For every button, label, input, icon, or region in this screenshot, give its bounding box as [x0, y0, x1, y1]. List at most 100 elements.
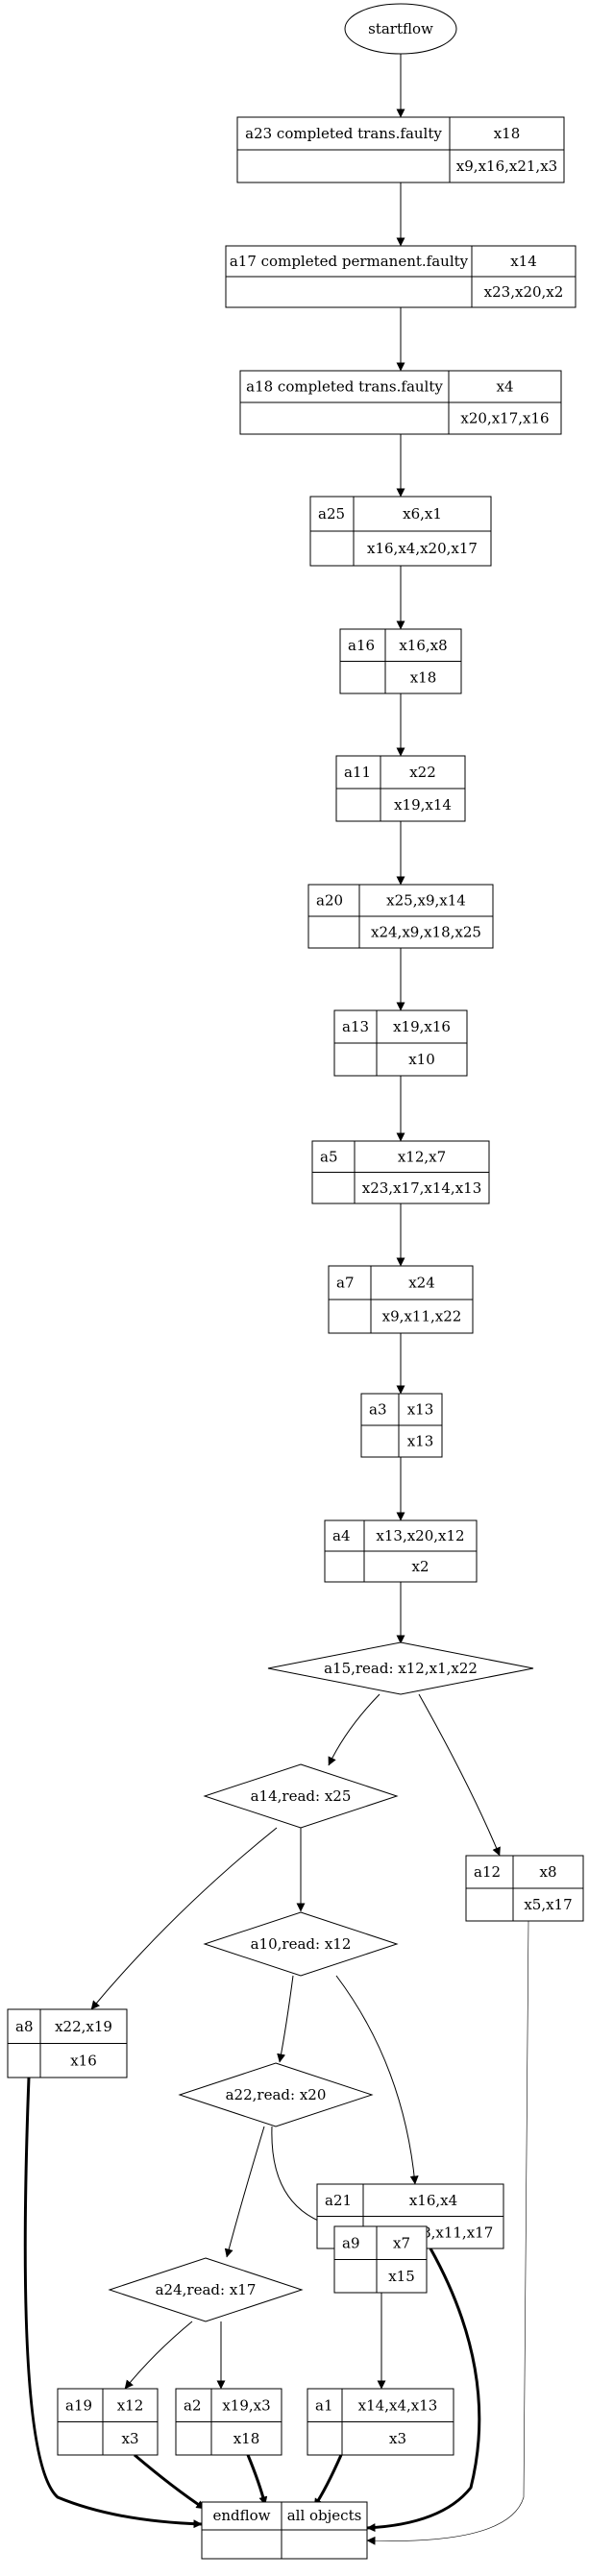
record-read-vars: x18 — [233, 2430, 260, 2447]
record-node-a7: a7 x24 x9,x11,x22 — [328, 1265, 474, 1334]
record-write-vars: x14 — [510, 253, 537, 270]
decision-diamond — [203, 1911, 399, 1977]
edge-a15-a14 — [328, 1693, 380, 1766]
edge-a21-end — [366, 2248, 481, 2533]
record-label: a25 — [318, 505, 345, 522]
record-label: a12 — [474, 1863, 501, 1881]
decision-label: a15,read: x12,x1,x22 — [324, 1660, 478, 1677]
record-write-vars: x13,x20,x12 — [376, 1527, 464, 1544]
record-node-a11: a11 x22 x19,x14 — [335, 755, 466, 822]
record-node-a23: a23 completed trans.faulty x18 x9,x16,x21,… — [236, 116, 565, 183]
decision-diamond — [267, 1641, 534, 1695]
record-label: a2 — [184, 2396, 202, 2414]
record-label: a21 — [325, 2192, 352, 2209]
decision-node-a15: a15,read: x12,x1,x22 — [267, 1641, 534, 1695]
record-read-vars: x15 — [388, 2268, 415, 2285]
decision-node-a24: a24,read: x17 — [108, 2257, 304, 2322]
record-write-vars: x6,x1 — [403, 505, 442, 522]
record-node-a18: a18 completed trans.faulty x4 x20,x17,x16 — [239, 370, 562, 435]
edge-a10-a21 — [335, 1975, 419, 2185]
edge-a15-a12 — [418, 1693, 501, 1857]
record-label: a4 — [332, 1527, 351, 1544]
record-node-a5: a5 x12,x7 x23,x17,x14,x13 — [311, 1140, 490, 1204]
decision-label: a22,read: x20 — [226, 2086, 327, 2103]
record-node-a9: a9 x7 x15 — [333, 2225, 428, 2294]
record-write-vars: x25,x9,x14 — [386, 892, 466, 910]
edge-a24-a19 — [124, 2321, 193, 2390]
decision-label: a10,read: x12 — [251, 1935, 352, 1953]
record-write-vars: x7 — [393, 2234, 410, 2251]
edge-a10-a22 — [277, 1975, 294, 2063]
edge-a14-a8 — [90, 1827, 278, 2010]
record-read-vars: x2 — [411, 1558, 429, 1575]
record-read-vars: x3 — [121, 2430, 138, 2447]
start-label: startflow — [368, 20, 433, 37]
record-write-vars: x24 — [408, 1275, 435, 1292]
record-write-vars: x22,x19 — [55, 2018, 112, 2035]
edges — [23, 54, 529, 2545]
start-node: startflow — [344, 3, 457, 55]
record-label: a17 completed permanent.faulty — [230, 253, 469, 270]
record-node-a2: a2 x19,x3 x18 — [175, 2388, 282, 2456]
record-node-a16: a16 x16,x8 x18 — [339, 628, 462, 694]
record-label: a18 completed trans.faulty — [246, 378, 443, 396]
edge-a1-end — [312, 2454, 343, 2508]
start-ellipse — [344, 3, 457, 55]
record-read-vars: x23,x20,x2 — [484, 283, 564, 301]
decision-diamond — [108, 2257, 304, 2322]
record-write-vars: x19,x3 — [222, 2396, 270, 2414]
record-write-vars: x16,x4 — [409, 2192, 457, 2209]
record-label: a19 — [65, 2396, 92, 2414]
decision-diamond — [203, 1763, 399, 1829]
record-write-vars: x12,x7 — [398, 1148, 446, 1165]
record-write-vars: x22 — [409, 764, 436, 781]
record-label: a7 — [336, 1275, 355, 1292]
end-label: endflow — [212, 2507, 270, 2524]
record-label: a23 completed trans.faulty — [245, 125, 442, 142]
record-label: a13 — [342, 1018, 369, 1035]
record-node-a1: a1 x14,x4,x13 x3 — [307, 2388, 454, 2456]
record-label: a20 — [316, 892, 343, 910]
record-read-vars: x23,x17,x14,x13 — [362, 1179, 482, 1197]
decision-node-a10: a10,read: x12 — [203, 1911, 399, 1977]
record-read-vars: x9,x16,x21,x3 — [456, 158, 557, 175]
record-read-vars: x20,x17,x16 — [460, 410, 549, 427]
record-label: a9 — [342, 2234, 360, 2251]
record-read-vars: x24,x9,x18,x25 — [371, 924, 481, 941]
record-label: a11 — [344, 764, 371, 781]
record-write-vars: x18 — [494, 125, 521, 142]
record-read-vars: x3 — [389, 2430, 406, 2447]
record-node-a25: a25 x6,x1 x16,x4,x20,x17 — [309, 496, 492, 567]
record-read-vars: x19,x14 — [394, 796, 452, 814]
record-write-vars: x4 — [496, 378, 513, 396]
record-node-a20: a20 x25,x9,x14 x24,x9,x18,x25 — [307, 884, 494, 949]
record-node-a12: a12 x8 x5,x17 — [465, 1855, 584, 1922]
record-label: a5 — [320, 1148, 338, 1165]
record-label: a16 — [348, 637, 375, 654]
record-label: a1 — [315, 2396, 333, 2414]
record-write-vars: x8 — [539, 1863, 556, 1881]
record-write-vars: x12 — [117, 2396, 144, 2414]
record-write-vars: x14,x4,x13 — [358, 2396, 438, 2414]
record-write-vars: x13 — [407, 1401, 434, 1419]
edge-a8-end — [23, 2077, 203, 2529]
record-read-vars: x9,x11,x22 — [382, 1308, 462, 1325]
edge-a19-end — [134, 2453, 206, 2511]
record-write-vars: x16,x8 — [399, 637, 447, 654]
record-read-vars: x16,x4,x20,x17 — [367, 540, 478, 557]
record-node-a4: a4 x13,x20,x12 x2 — [324, 1519, 478, 1583]
record-label: a8 — [15, 2018, 34, 2035]
nodes: a23 completed trans.faulty x18 x9,x16,x21,… — [7, 3, 584, 2560]
record-read-vars: x5,x17 — [524, 1896, 572, 1913]
record-read-vars: x13 — [407, 1433, 434, 1450]
decision-label: a14,read: x25 — [251, 1787, 352, 1805]
record-read-vars: x10 — [408, 1051, 435, 1068]
record-node-a19: a19 x12 x3 — [57, 2388, 159, 2456]
record-read-vars: x18 — [410, 668, 437, 686]
decision-label: a24,read: x17 — [156, 2281, 257, 2298]
